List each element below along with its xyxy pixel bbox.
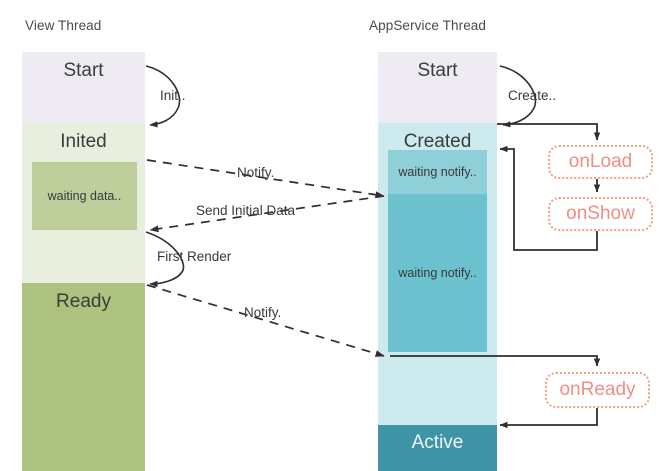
callout-onload-label: onLoad (568, 151, 633, 172)
view-band-start: Start (22, 52, 145, 123)
edge-label-send-initial-data: Send Initial Data (196, 203, 296, 218)
svc-band-active-label: Active (411, 432, 464, 453)
edge-label-first-render: First Render (157, 249, 232, 264)
edge-label-init: Init.. (160, 88, 186, 103)
view-band-inited-label: Inited (60, 131, 107, 152)
lane-title-appservice-thread: AppService Thread (369, 18, 487, 33)
view-band-start-label: Start (63, 60, 104, 81)
view-inner-waiting-data: waiting data.. (32, 162, 137, 230)
edge-label-notify-1: Notify. (237, 165, 275, 180)
lane-title-view-thread: View Thread (25, 18, 102, 33)
svc-inner-waiting-notify-1: waiting notify.. (388, 150, 487, 194)
svc-band-start-label: Start (417, 60, 458, 81)
callout-onshow-label: onShow (566, 203, 635, 224)
edge-label-create: Create.. (508, 88, 557, 103)
callout-onready-label: onReady (559, 379, 636, 400)
view-band-ready: Ready (22, 283, 145, 471)
svc-band-active: Active (378, 425, 497, 471)
view-band-ready-label: Ready (56, 291, 111, 312)
callout-onready[interactable]: onReady (545, 372, 650, 408)
callout-onshow[interactable]: onShow (548, 197, 653, 231)
edge-onready-to-active (499, 408, 598, 429)
svc-inner-waiting-notify-2: waiting notify.. (388, 194, 487, 352)
view-inner-waiting-data-label: waiting data.. (47, 189, 122, 203)
svc-inner-waiting-notify-2-label: waiting notify.. (398, 266, 477, 280)
svc-band-start: Start (378, 52, 497, 123)
edge-created-to-onload (497, 123, 601, 141)
edge-label-notify-2: Notify. (244, 305, 282, 320)
svc-band-created-label: Created (403, 131, 472, 152)
callout-onload[interactable]: onLoad (548, 145, 653, 179)
svc-inner-waiting-notify-1-label: waiting notify.. (398, 165, 477, 179)
edge-notify-2-arrow (146, 284, 385, 357)
